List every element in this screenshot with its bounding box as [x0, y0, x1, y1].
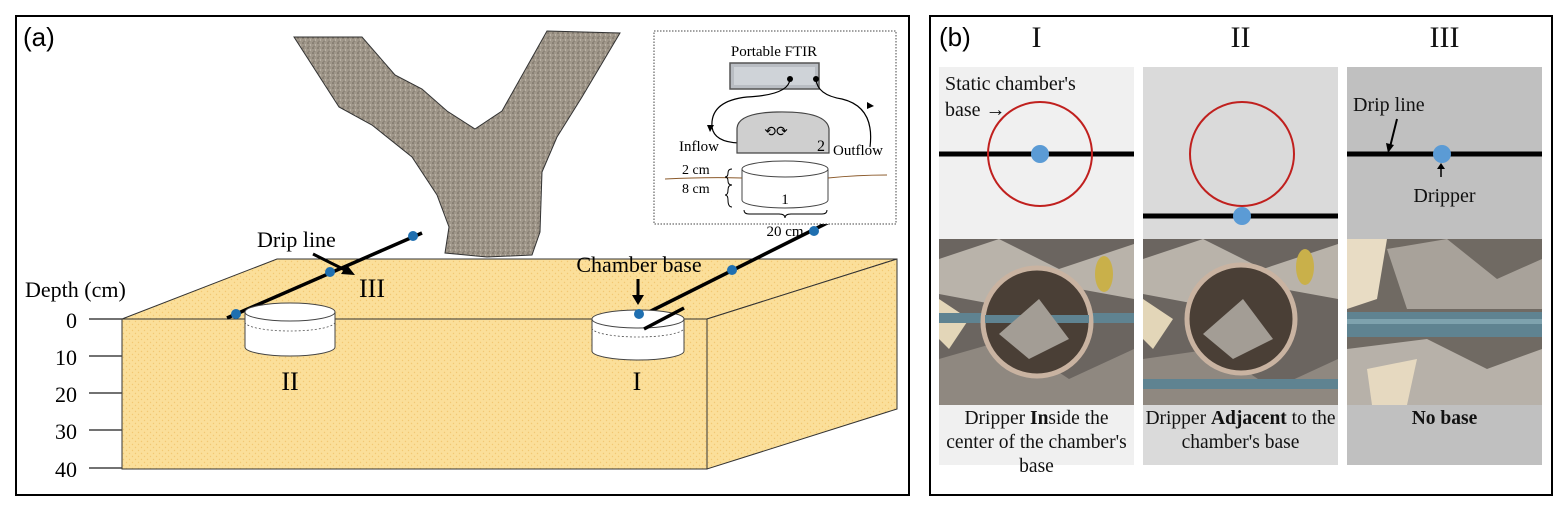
ftir-label: Portable FTIR	[731, 44, 817, 60]
chamber-ring-icon	[1189, 101, 1295, 207]
arrow-up-icon	[1437, 163, 1445, 169]
static-chamber-label: Static chamber's	[945, 73, 1076, 95]
depth-8cm-label: 8 cm	[682, 182, 710, 197]
chamber-base-I	[591, 306, 685, 361]
fan-icon: ⟲⟳	[764, 125, 788, 140]
drip-line-left	[226, 231, 423, 320]
dripper-icon	[727, 265, 737, 275]
dripper-icon	[231, 309, 241, 319]
panel-b-label: (b)	[939, 22, 971, 52]
treatment-column-I: Static chamber's base →	[939, 67, 1134, 477]
soil-side-face	[706, 258, 898, 470]
dripper-icon	[1233, 207, 1251, 225]
dripper-icon	[325, 267, 335, 277]
dripper-icon	[634, 309, 644, 319]
drip-line-label: Drip line	[257, 227, 336, 252]
photo-no-base	[1347, 239, 1542, 405]
field-diagram: Depth (cm) 0 10 20 30 40 Dr	[25, 30, 898, 482]
lid-number: 2	[817, 138, 825, 155]
treatment-column-III: Drip line Dripper No ba	[1347, 67, 1542, 465]
outflow-label: Outflow	[833, 143, 883, 159]
column-title-III: III	[1429, 21, 1460, 54]
column-title-I: I	[1031, 21, 1042, 54]
caption-III: No base	[1347, 405, 1542, 465]
tree-trunk-icon	[293, 30, 621, 258]
arrow-down-icon	[632, 295, 644, 305]
photo-dripper-inside-base	[939, 239, 1134, 405]
inflow-arrow-icon	[707, 125, 714, 132]
inset-ftir-setup: Portable FTIR ⟲⟳ 2 Inflow Outflow 1 2 cm…	[653, 30, 897, 240]
arrow-head-icon	[341, 265, 355, 275]
dripper-label: Dripper	[1413, 185, 1476, 207]
outflow-arrow-icon	[867, 102, 874, 109]
depth-axis-title: Depth (cm)	[25, 277, 126, 302]
dripper-icon	[1433, 145, 1451, 163]
photo-dripper-adjacent-base	[1143, 239, 1338, 405]
drip-line-label: Drip line	[1353, 94, 1425, 116]
label-I: I	[633, 367, 642, 396]
inflow-label: Inflow	[679, 139, 719, 155]
column-title-II: II	[1230, 21, 1251, 54]
drip-line-arrow	[312, 252, 348, 273]
schematic-III: Drip line Dripper	[1347, 67, 1542, 239]
panel-a-field-schematic: (a) Depth	[15, 15, 910, 496]
chamber-lid-icon	[736, 111, 830, 154]
depth-tick-0: 0	[66, 308, 77, 333]
depth-tick-10: 10	[55, 345, 77, 370]
height-2cm-label: 2 cm	[682, 163, 710, 178]
dripper-icon	[1031, 145, 1049, 163]
diameter-label: 20 cm	[766, 224, 803, 240]
dripper-icon	[408, 231, 418, 241]
label-III: III	[359, 274, 385, 303]
chamber-base-label: Chamber base	[576, 252, 701, 277]
panel-b-treatments: (b) I Static chamber's base →	[929, 15, 1553, 496]
caption-II: Dripper Adjacent to the chamber's base	[1143, 405, 1338, 465]
schematic-II	[1143, 67, 1338, 239]
depth-tick-30: 30	[55, 419, 77, 444]
depth-tick-20: 20	[55, 382, 77, 407]
depth-axis	[89, 318, 122, 469]
schematic-I: Static chamber's base →	[939, 67, 1134, 239]
treatment-column-II: Dripper Adjacent to the chamber's base	[1143, 67, 1338, 465]
arrow-head-icon	[1386, 143, 1394, 153]
drip-line-arrow	[1389, 118, 1398, 148]
base-number: 1	[781, 192, 789, 208]
caption-I: Dripper Inside the center of the chamber…	[939, 405, 1134, 477]
base-label: base	[945, 99, 981, 121]
dripper-icon	[809, 226, 819, 236]
label-II: II	[281, 367, 298, 396]
panel-a-label: (a)	[23, 22, 55, 52]
depth-tick-40: 40	[55, 457, 77, 482]
arrow-right-icon: →	[980, 99, 1006, 121]
chamber-base-II	[244, 302, 336, 357]
chamber-ring-icon	[987, 101, 1093, 207]
